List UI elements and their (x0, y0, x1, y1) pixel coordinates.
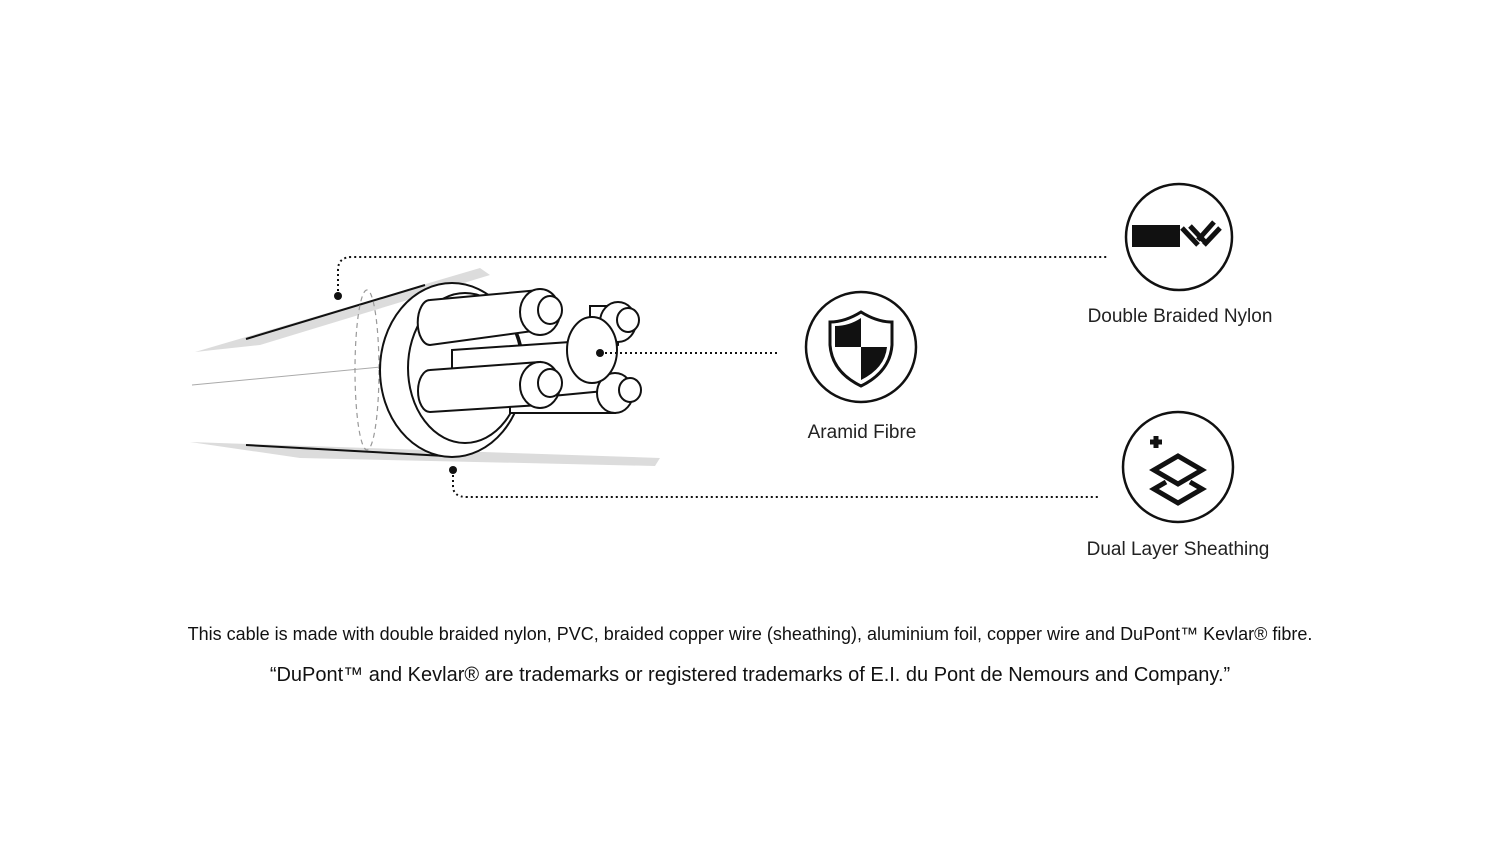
feature-label-sheathing: Dual Layer Sheathing (1086, 539, 1270, 560)
leader-sheathing (452, 470, 1100, 498)
braided-cable-icon (1124, 182, 1234, 292)
feature-label-braided: Double Braided Nylon (1087, 306, 1273, 327)
leader-lines (337, 256, 1108, 498)
trademark-note: “DuPont™ and Kevlar® are trademarks or r… (269, 664, 1231, 686)
leader-braided (337, 256, 1108, 296)
leader-dots (334, 292, 604, 474)
cable-conductors (416, 288, 642, 414)
materials-note: This cable is made with double braided n… (187, 624, 1313, 644)
layers-plus-icon (1121, 410, 1235, 524)
shield-icon (804, 290, 918, 404)
feature-label-aramid: Aramid Fibre (807, 422, 917, 443)
